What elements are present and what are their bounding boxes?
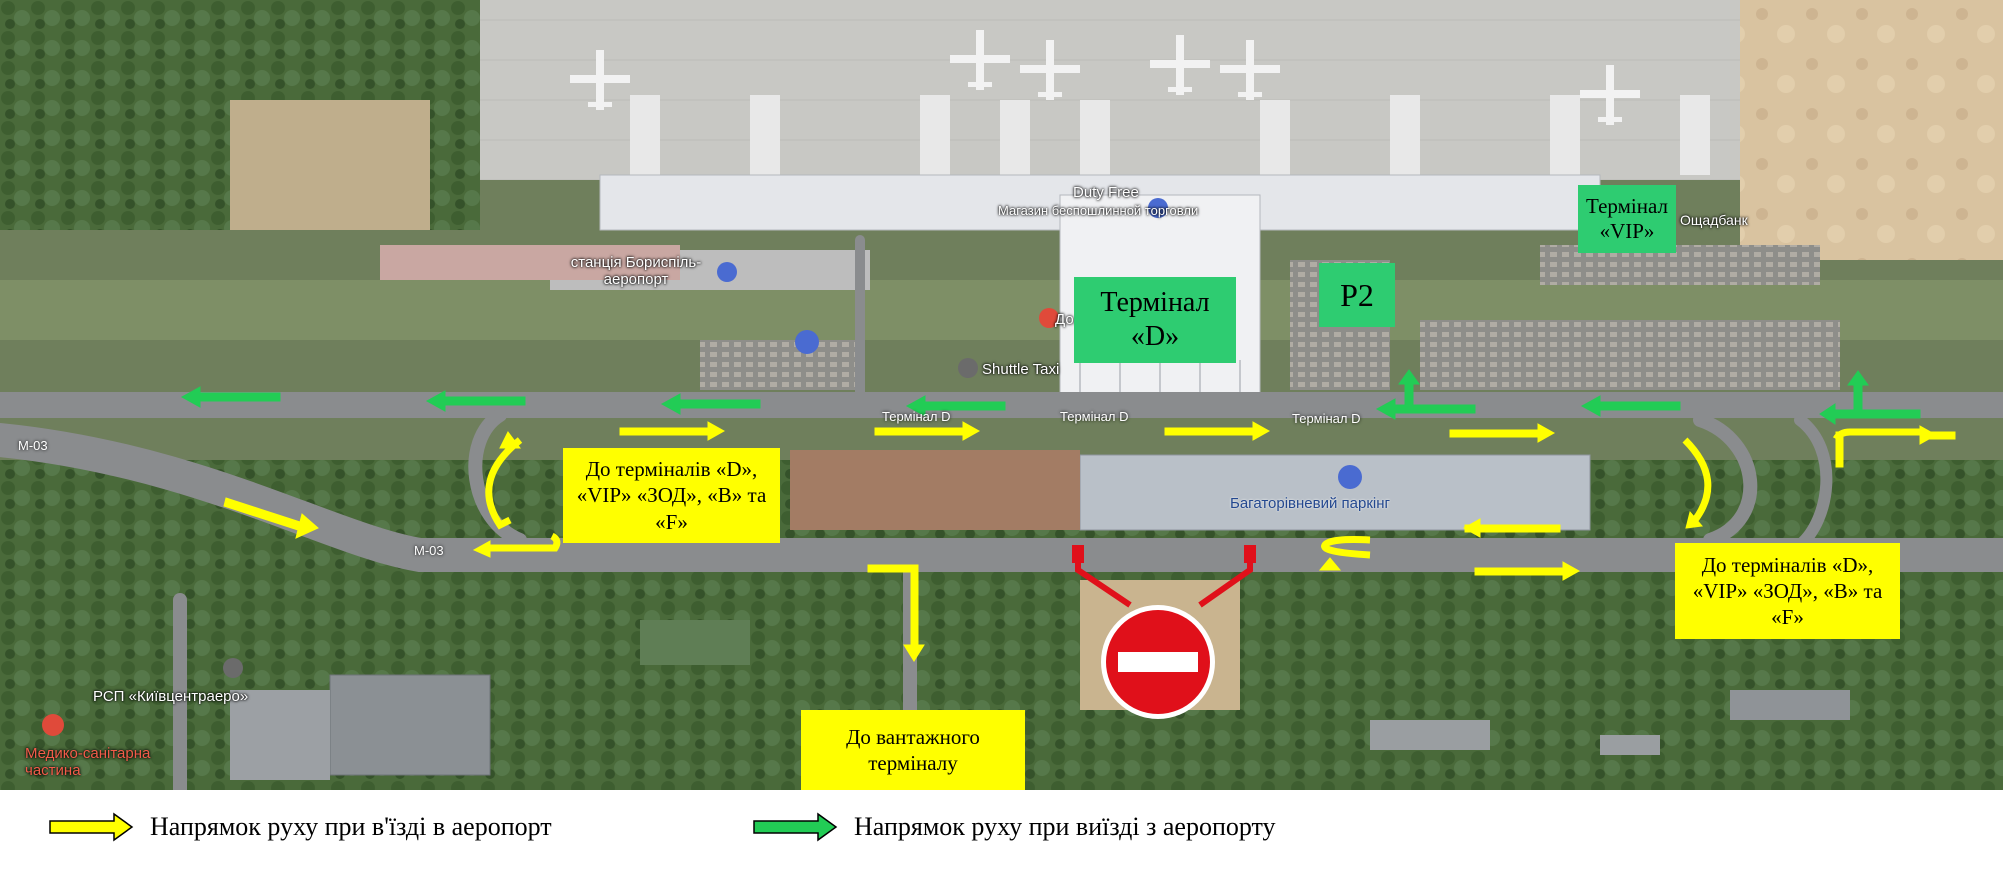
- terminal-d-road-label: Термінал D: [1060, 409, 1129, 424]
- terminal-d-label-text: Термінал «D»: [1100, 287, 1210, 352]
- exit-arrow: [1819, 370, 1921, 425]
- terminal-d-road-label: Термінал D: [1292, 411, 1361, 426]
- no-entry-sign: [1072, 545, 1256, 719]
- aircraft-group: [570, 30, 1640, 125]
- right-directions-label: До терміналів «D», «VIP» «ЗОД», «B» та «…: [1675, 543, 1900, 639]
- exit-arrow: [1580, 395, 1681, 417]
- terminal-d-label: Термінал «D»: [1074, 277, 1236, 363]
- terminal-vip-label-text: Термінал «VIP»: [1586, 193, 1668, 243]
- duty-free-label: Duty Free: [1073, 184, 1139, 201]
- legend-exit-text: Напрямок руху при виїзді з аеропорту: [854, 812, 1276, 841]
- entry-arrow: [867, 564, 925, 662]
- m03-road-label: М-03: [18, 438, 48, 453]
- entry-arrow: [1832, 425, 1956, 468]
- airport-map: Duty Free Магазин беспошлинной торговли …: [0, 0, 2003, 790]
- cargo-terminal-label: До вантажного терміналу: [801, 710, 1025, 790]
- yellow-arrow-icon: [49, 812, 134, 842]
- bank-label: Ощадбанк: [1680, 212, 1748, 228]
- exit-arrow: [905, 395, 1006, 417]
- exit-arrow: [425, 390, 526, 412]
- m03-road-label: М-03: [414, 543, 444, 558]
- left-directions-label: До терміналів «D», «VIP» «ЗОД», «B» та «…: [563, 448, 780, 543]
- shuttle-label: Shuttle Taxi: [982, 361, 1060, 378]
- station-label: станція Бориспіль-аеропорт: [570, 254, 702, 288]
- medical-label: Медико-санітарна частина: [25, 745, 151, 779]
- p2-label: P2: [1319, 263, 1395, 327]
- satellite-map-background: [0, 0, 2003, 790]
- entry-arrow: [1474, 561, 1581, 581]
- legend-entry: Напрямок руху при в'їзді в аеропорт: [48, 812, 552, 842]
- legend-exit: Напрямок руху при виїзді з аеропорту: [752, 812, 1276, 842]
- entry-arrow: [223, 497, 319, 539]
- entry-arrow: [1462, 518, 1561, 538]
- duty-free-sub-label: Магазин беспошлинной торговли: [998, 203, 1199, 218]
- cargo-terminal-text: До вантажного терміналу: [846, 724, 980, 775]
- multilevel-parking-label: Багаторівневий паркінг: [1230, 495, 1391, 512]
- entry-arrow: [619, 421, 726, 441]
- exit-arrow: [1398, 369, 1420, 410]
- exit-arrow: [180, 386, 281, 408]
- terminal-d-road-label: Термінал D: [882, 409, 951, 424]
- legend: Напрямок руху при в'їзді в аеропорт Напр…: [0, 790, 2003, 873]
- green-arrow-icon: [753, 812, 838, 842]
- entry-arrow: [1164, 421, 1271, 441]
- p2-label-text: P2: [1340, 276, 1374, 313]
- exit-arrow: [660, 393, 761, 415]
- terminal-vip-label: Термінал «VIP»: [1578, 185, 1676, 253]
- exit-arrow: [1375, 398, 1476, 420]
- exit-arrows: [180, 369, 1921, 425]
- entry-arrow: [874, 421, 981, 441]
- poi-markers: [42, 198, 1362, 736]
- left-directions-text: До терміналів «D», «VIP» «ЗОД», «B» та «…: [576, 457, 767, 534]
- rsp-label: РСП «Київцентраеро»: [93, 688, 249, 705]
- right-directions-text: До терміналів «D», «VIP» «ЗОД», «B» та «…: [1692, 552, 1883, 630]
- entry-arrow: [1449, 423, 1556, 443]
- entry-arrows: [223, 421, 1956, 662]
- legend-entry-text: Напрямок руху при в'їзді в аеропорт: [150, 812, 552, 841]
